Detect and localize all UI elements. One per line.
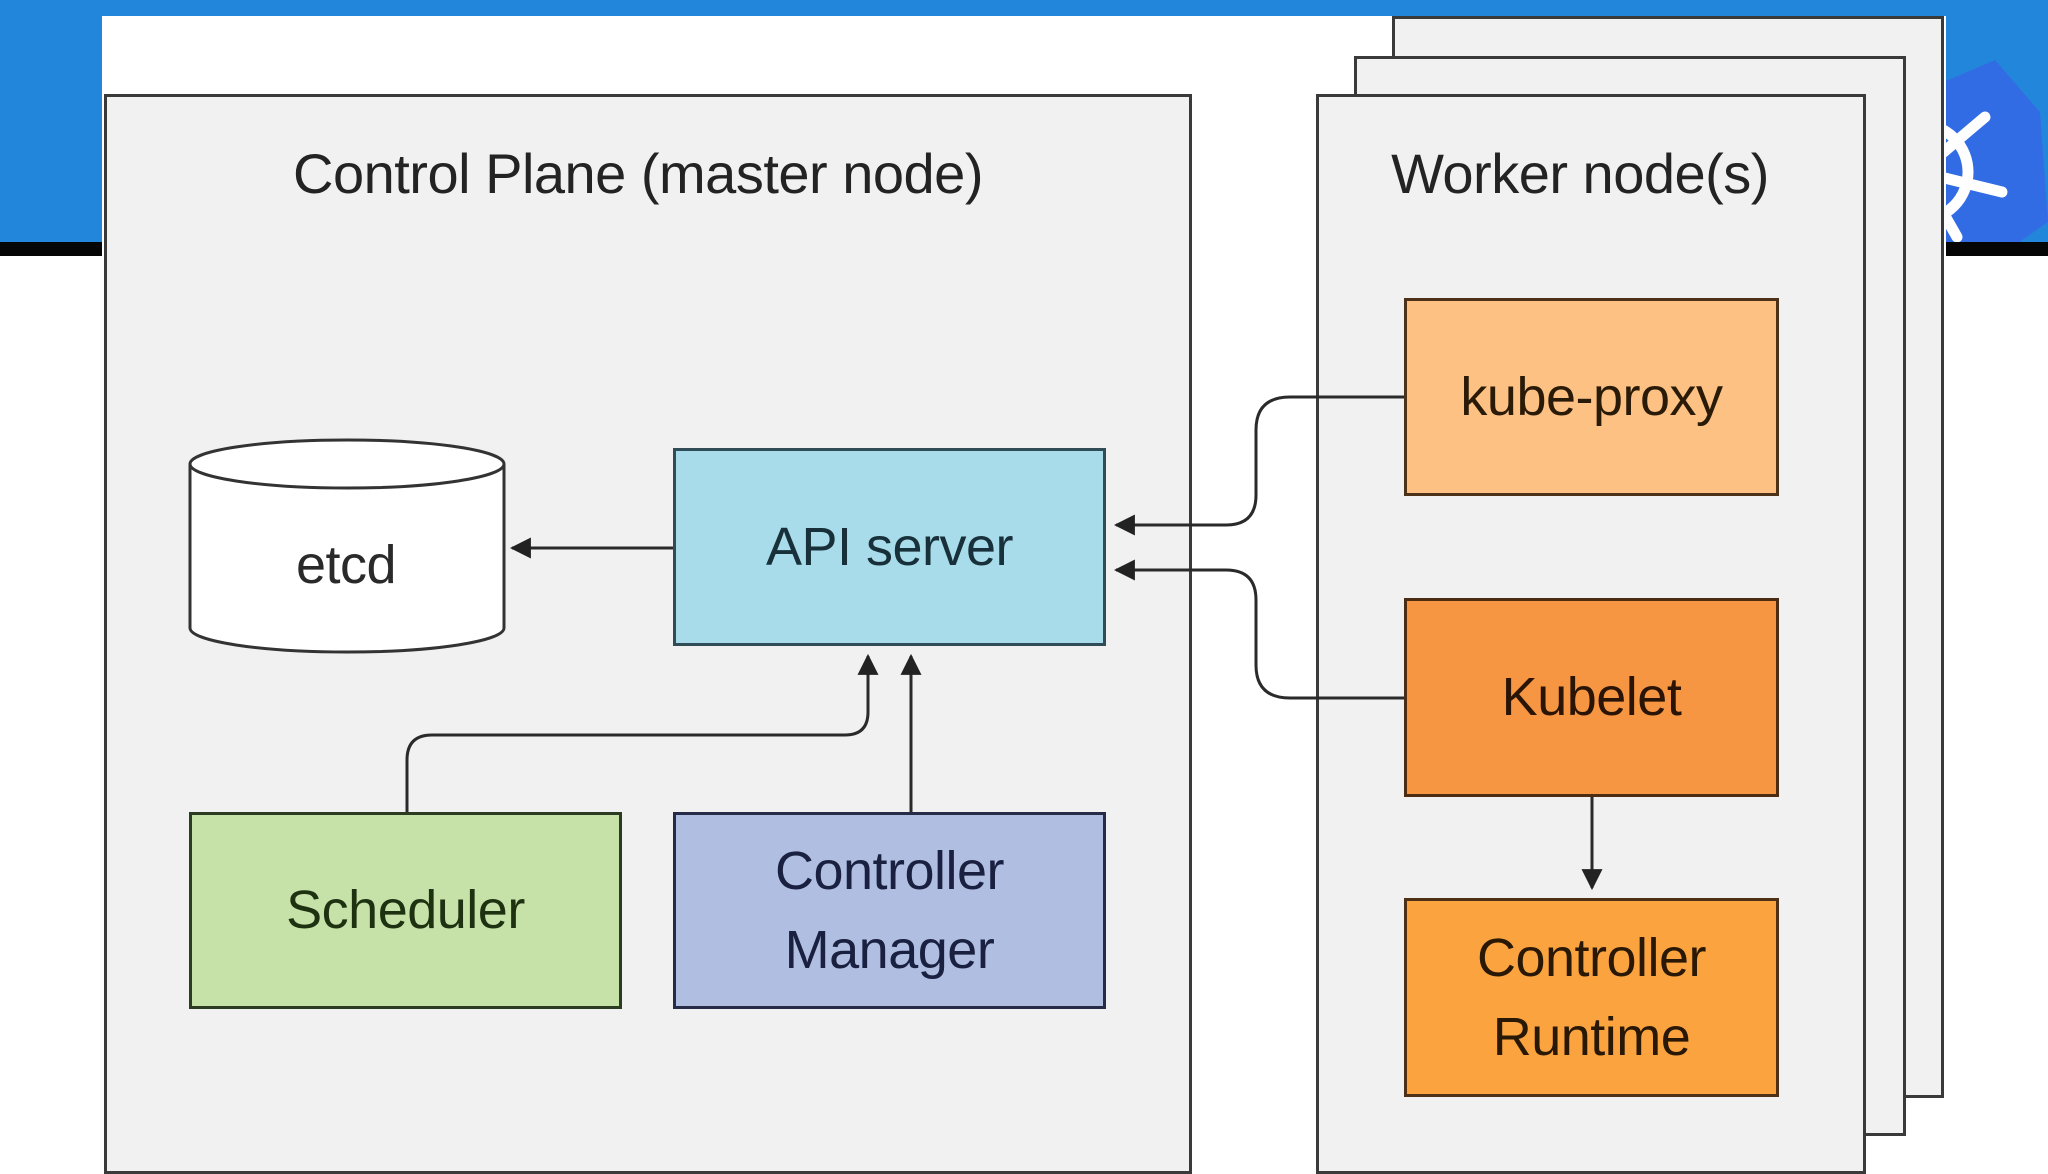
controller-runtime-label: Controller Runtime <box>1476 928 1707 1067</box>
etcd-cylinder <box>188 438 506 654</box>
kube-proxy-label: kube-proxy <box>1460 366 1723 427</box>
etcd-label-box: etcd <box>189 480 503 650</box>
control-plane-title: Control Plane (master node) <box>293 142 983 205</box>
etcd-label: etcd <box>295 534 397 595</box>
controller-runtime-box: Controller Runtime <box>1404 898 1779 1097</box>
controller-manager-box: Controller Manager <box>673 812 1106 1009</box>
api-server-box: API server <box>673 448 1106 646</box>
scheduler-box: Scheduler <box>189 812 622 1009</box>
kubelet-box: Kubelet <box>1404 598 1779 797</box>
api-server-label: API server <box>765 516 1014 577</box>
worker-nodes-title: Worker node(s) <box>1391 142 1769 205</box>
kubelet-label: Kubelet <box>1501 667 1682 728</box>
controller-manager-label: Controller Manager <box>774 841 1005 980</box>
kube-proxy-box: kube-proxy <box>1404 298 1779 496</box>
scheduler-label: Scheduler <box>286 880 525 941</box>
